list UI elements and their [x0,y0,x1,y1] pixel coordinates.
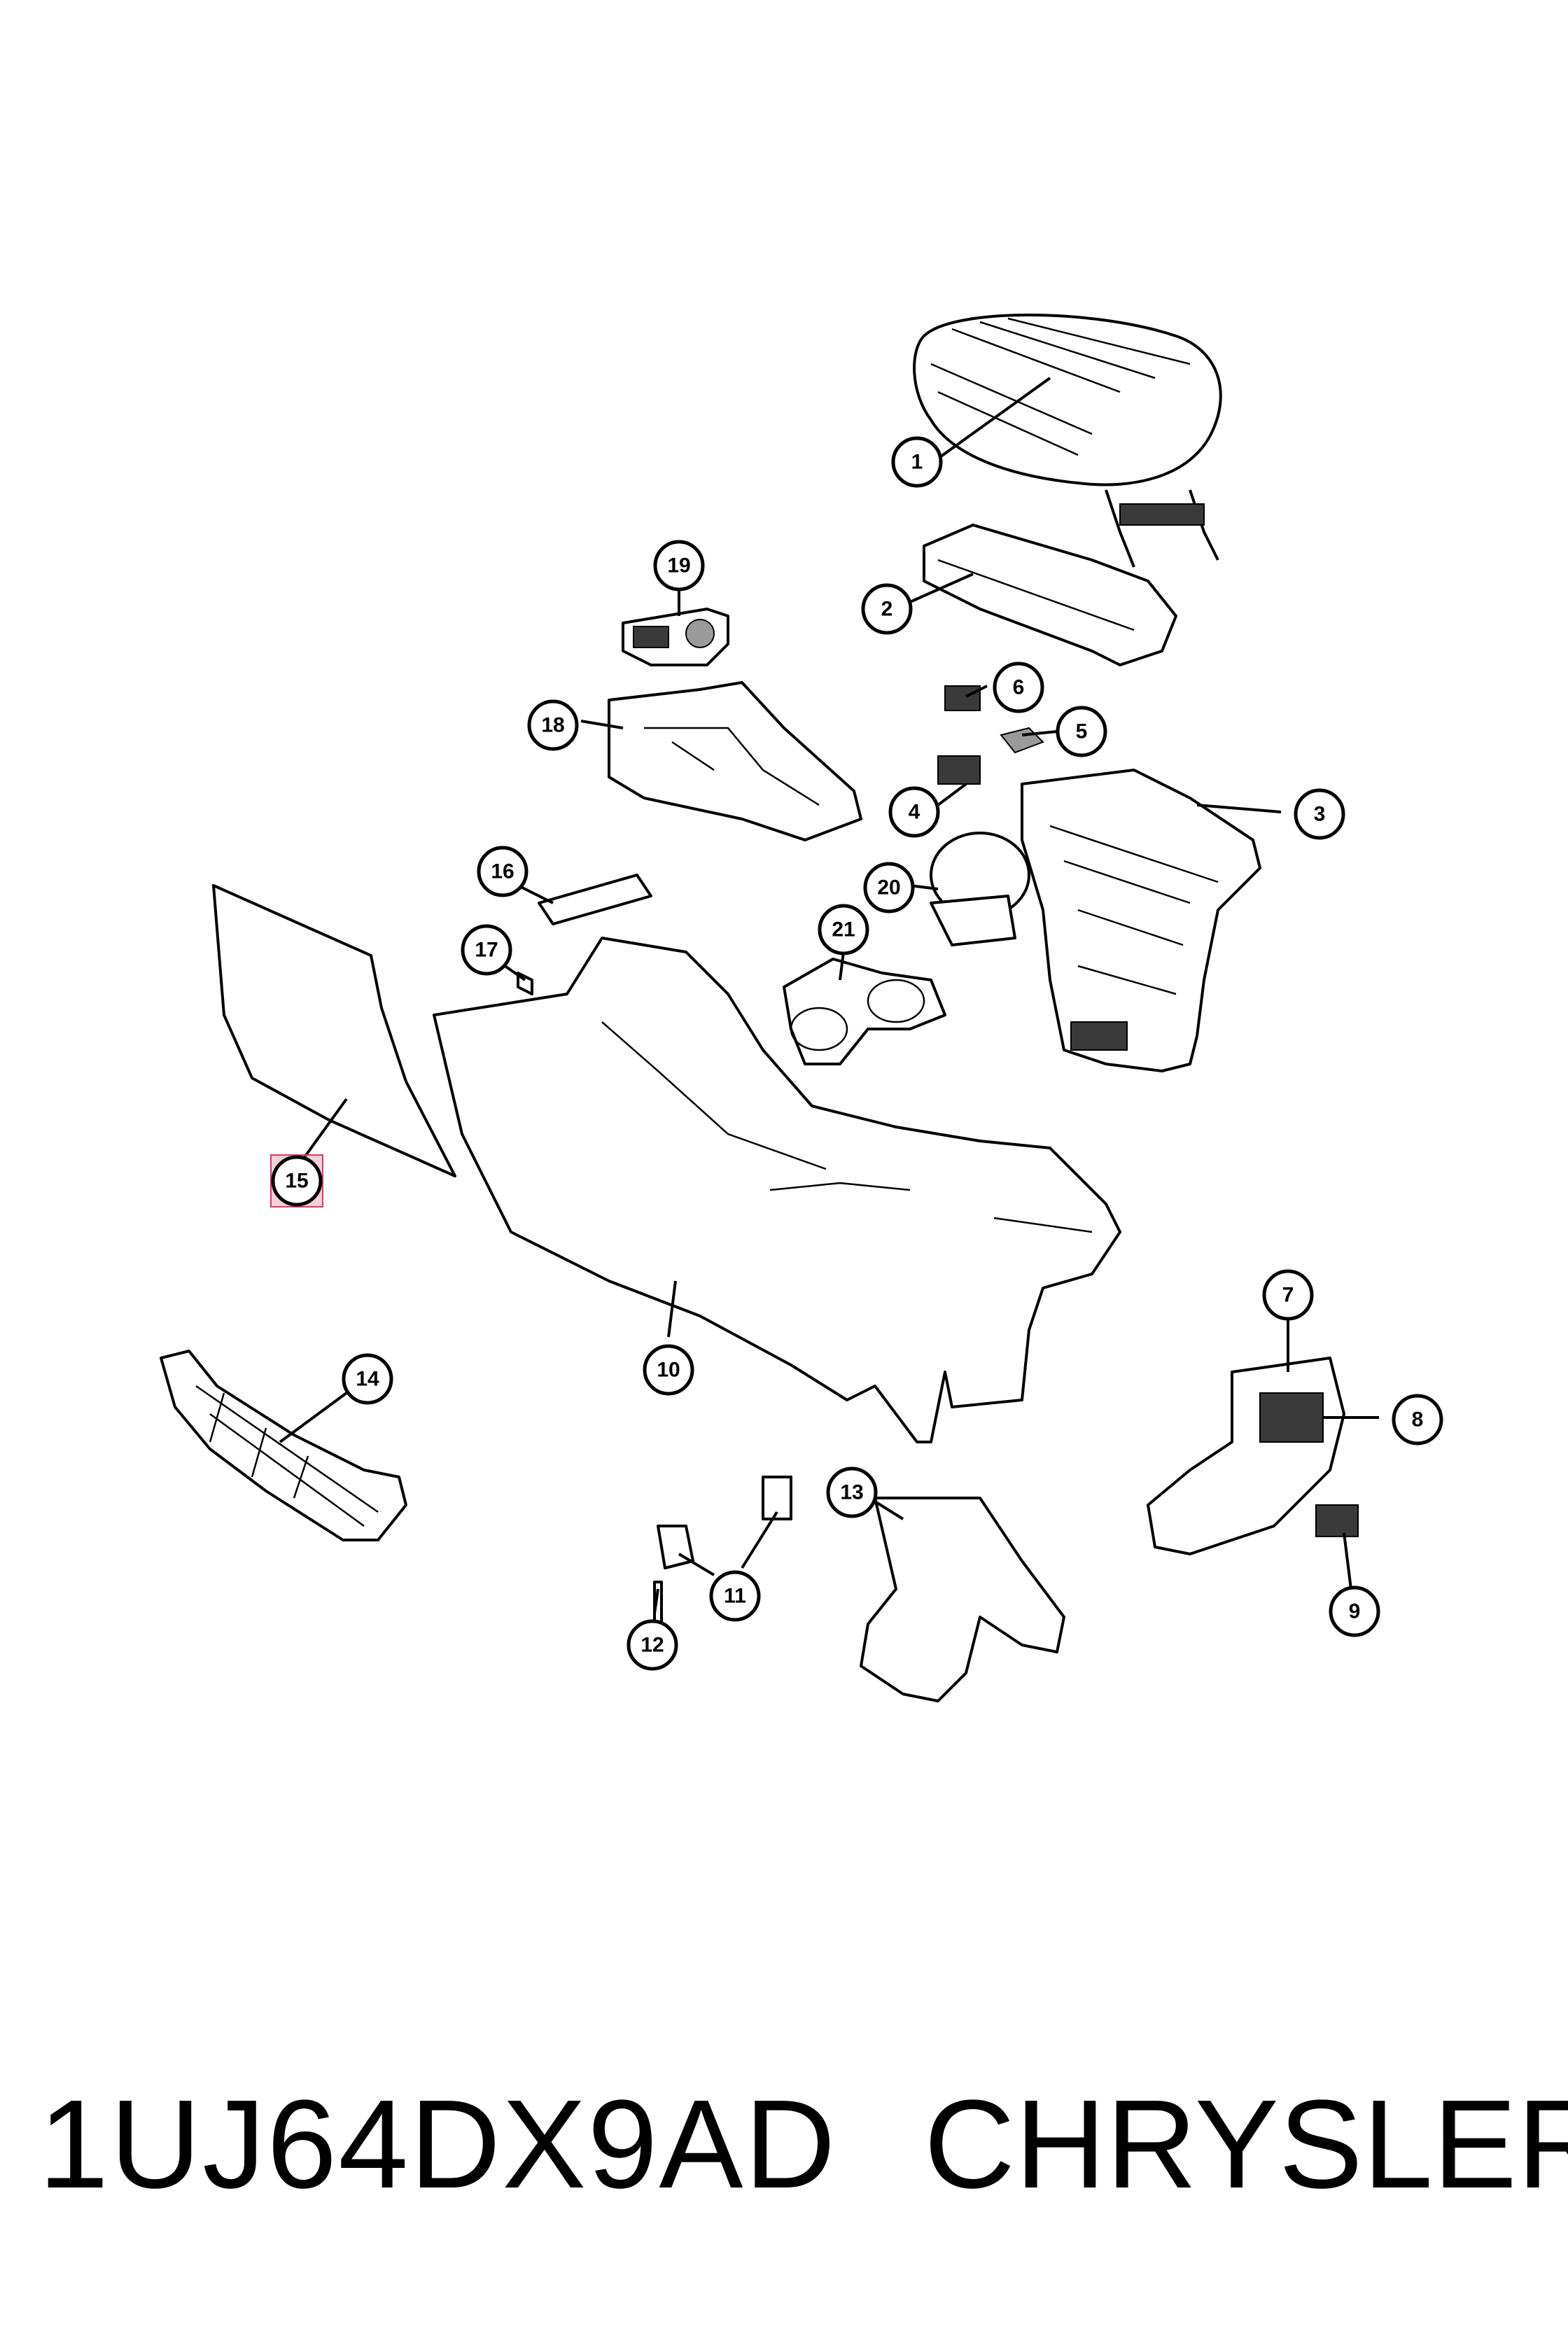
svg-text:11: 11 [724,1585,746,1608]
svg-text:4: 4 [909,801,920,824]
callout-13[interactable]: 13 [826,1466,878,1518]
leader-15 [300,1098,348,1163]
part-tray [923,524,1177,666]
leader-5 [1021,730,1058,736]
callout-3[interactable]: 3 [1294,788,1345,840]
callout-16[interactable]: 16 [477,846,528,897]
leader-3 [1196,804,1282,813]
part-rear-vent [1147,1357,1345,1555]
svg-text:16: 16 [491,860,514,883]
svg-text:1: 1 [911,451,923,474]
leader-4 [937,783,967,806]
part-upper-bezel [608,681,862,841]
leader-10 [667,1280,677,1338]
part-storage-bin [1021,769,1261,1072]
part-small-switches [937,685,1044,785]
part-armrest-lid [913,314,1222,568]
leader-12 [653,1588,659,1614]
callout-15[interactable]: 15 [271,1155,323,1207]
leader-13 [874,1500,904,1520]
leader-14 [279,1392,348,1443]
callout-19[interactable]: 19 [653,540,705,592]
leader-20 [909,884,939,890]
part-grille [160,1350,407,1541]
svg-text:13: 13 [840,1481,863,1504]
callout-5[interactable]: 5 [1056,706,1107,757]
callout-14[interactable]: 14 [342,1353,393,1405]
leader-6 [965,685,988,698]
callout-21[interactable]: 21 [818,904,869,955]
leader-11a [678,1553,715,1576]
callout-7[interactable]: 7 [1262,1269,1314,1321]
svg-text:20: 20 [877,876,900,899]
svg-text:9: 9 [1349,1600,1361,1623]
callout-2[interactable]: 2 [861,583,913,635]
callout-11[interactable]: 11 [709,1570,761,1622]
callout-12[interactable]: 12 [626,1619,678,1671]
part-side-panel [212,884,456,1177]
leader-9 [1343,1532,1352,1590]
svg-text:5: 5 [1076,720,1088,743]
svg-text:12: 12 [640,1634,664,1657]
part-small-trim [517,874,652,995]
callout-4[interactable]: 4 [888,786,940,838]
part-main-console [433,937,1121,1443]
svg-text:7: 7 [1282,1284,1294,1307]
brand-label: CHRYSLER [924,2074,1568,2215]
part-bracket [860,1497,1065,1702]
svg-text:6: 6 [1013,676,1025,699]
callout-8[interactable]: 8 [1392,1394,1443,1446]
part-rear-switch [1315,1504,1359,1537]
svg-text:18: 18 [541,714,564,737]
svg-text:17: 17 [475,939,498,962]
callout-20[interactable]: 20 [863,862,915,913]
leader-11b [741,1511,778,1569]
part-cup-holder [783,958,946,1065]
leader-1 [937,377,1051,460]
svg-text:15: 15 [285,1170,308,1193]
svg-text:14: 14 [356,1368,379,1391]
callout-18[interactable]: 18 [527,699,579,751]
leader-2 [909,573,974,603]
part-cup-insert [930,832,1030,946]
callout-17[interactable]: 17 [461,924,512,976]
svg-text:19: 19 [667,554,690,578]
leader-18 [580,720,624,729]
callout-6[interactable]: 6 [993,662,1044,713]
svg-text:8: 8 [1412,1408,1424,1432]
leader-21 [839,951,845,981]
svg-text:21: 21 [832,918,855,941]
svg-text:2: 2 [881,598,893,621]
part-switch-bank [622,608,729,666]
callout-10[interactable]: 10 [643,1344,694,1396]
callout-9[interactable]: 9 [1329,1586,1380,1637]
svg-text:3: 3 [1314,803,1326,826]
svg-text:10: 10 [657,1359,680,1382]
callout-1[interactable]: 1 [891,436,943,488]
part-number-label: 1UJ64DX9AD [38,2074,837,2215]
